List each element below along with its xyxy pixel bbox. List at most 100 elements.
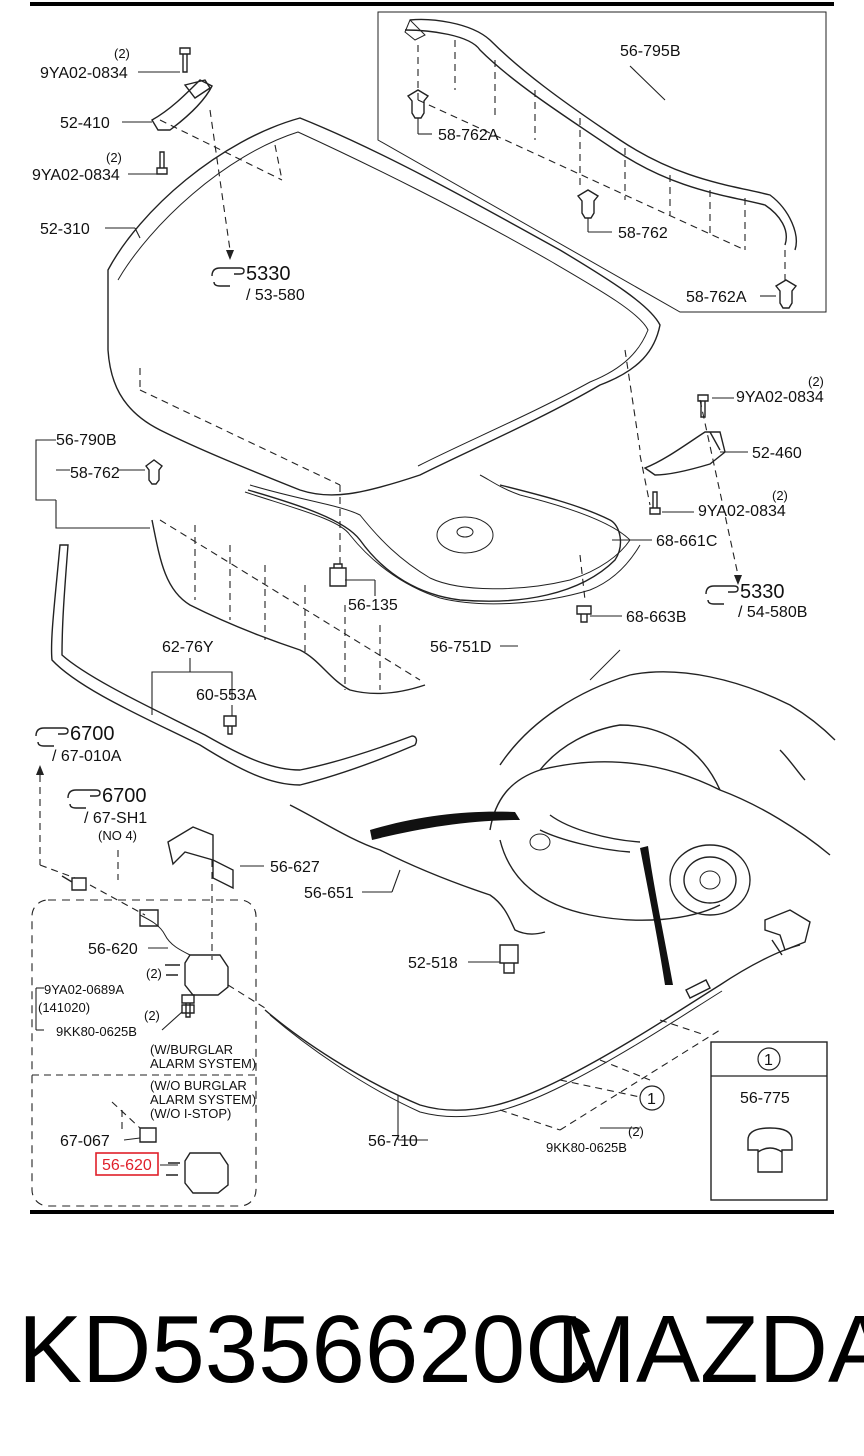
bolt-9ya02-0834-r2 xyxy=(649,491,661,515)
label-56-135: 56-135 xyxy=(348,597,398,614)
label-9ya02-0834-b: 9YA02-0834 xyxy=(32,167,120,184)
label-67-067: 67-067 xyxy=(60,1133,110,1150)
pointer-wedge-right xyxy=(640,846,673,985)
stopper-56-135 xyxy=(329,563,347,587)
cable-sleeve xyxy=(685,979,711,999)
label-52-410: 52-410 xyxy=(60,115,110,132)
label-note-wo-burglar-2: ALARM SYSTEM) xyxy=(150,1092,256,1107)
parts-diagram: (2) 9YA02-0834 52-410 (2) 9YA02-0834 52-… xyxy=(30,2,836,1214)
label-ref-6700-b: 6700 xyxy=(102,785,147,807)
label-56-775: 56-775 xyxy=(740,1090,790,1107)
label-56-751d: 56-751D xyxy=(430,639,491,656)
weatherstrip-end xyxy=(404,19,426,41)
label-68-661c: 68-661C xyxy=(656,533,717,550)
label-ref-6700-a: 6700 xyxy=(70,723,115,745)
car-illustration xyxy=(489,649,836,921)
cable-56-710-inner xyxy=(269,990,723,1118)
cable-56-651 xyxy=(289,804,546,935)
label-56-620-lower: 56-620 xyxy=(102,1157,152,1174)
latch-56-620-upper xyxy=(165,954,229,996)
hood-panel-52-310 xyxy=(107,117,661,496)
pointer-wedge-left xyxy=(370,811,520,840)
hood-panel-inner xyxy=(117,131,649,467)
highlight-box-56-620 xyxy=(95,1152,159,1176)
label-note-wo-burglar-1: (W/O BURGLAR xyxy=(150,1078,247,1093)
weatherstrip-56-795b xyxy=(404,18,797,251)
label-58-762: 58-762 xyxy=(618,225,668,242)
label-52-460: 52-460 xyxy=(752,445,802,462)
label-note-141020: (141020) xyxy=(38,1000,90,1015)
label-ref-67-010a: / 67-010A xyxy=(52,748,122,765)
label-58-762a-1: 58-762A xyxy=(438,127,499,144)
cable-56-710 xyxy=(264,944,801,1111)
label-56-651: 56-651 xyxy=(304,885,354,902)
label-ref-54-580b: / 54-580B xyxy=(738,604,807,621)
label-58-762-left: 58-762 xyxy=(70,465,120,482)
clip-60-553a xyxy=(223,715,237,735)
clip-68-663b xyxy=(576,605,592,623)
label-9ya02-0689a: 9YA02-0689A xyxy=(44,982,124,997)
arrow-head-6700 xyxy=(36,765,44,775)
label-56-795b: 56-795B xyxy=(620,43,681,60)
bolt-9ya02-0834-b xyxy=(156,151,168,175)
label-qty: (2) xyxy=(628,1124,644,1139)
clip-58-762a-1 xyxy=(406,89,430,119)
label-callout-1: 1 xyxy=(647,1091,656,1108)
bolt-9kk80-0625b-l xyxy=(181,1004,195,1014)
label-qty: (2) xyxy=(106,150,122,165)
latch-dash-lines xyxy=(39,775,266,1130)
hand-pointer-icon-5330-a xyxy=(211,267,245,287)
label-56-627: 56-627 xyxy=(270,859,320,876)
label-52-518: 52-518 xyxy=(408,955,458,972)
bumper-67-067 xyxy=(139,1127,157,1143)
latch-wire xyxy=(139,914,191,956)
label-qty: (2) xyxy=(114,46,130,61)
hood-underside-dome xyxy=(436,516,494,554)
inset-circle-1 xyxy=(757,1047,781,1071)
callout-circle-1 xyxy=(639,1085,665,1111)
part-number: KD5356620C xyxy=(18,1296,595,1403)
arrow-head-5330-a xyxy=(226,250,234,260)
hood-underside-frame xyxy=(244,491,641,605)
latch-connector xyxy=(139,909,159,927)
bolt-9ya02-0834-top xyxy=(179,47,191,73)
bracket-56-790b xyxy=(35,439,150,529)
latch-56-620-lower xyxy=(166,1152,229,1194)
label-qty: (2) xyxy=(144,1008,160,1023)
cable-dash-lines xyxy=(499,1019,721,1131)
label-56-790b: 56-790B xyxy=(56,432,117,449)
bolt-9ya02-0834-r1 xyxy=(697,394,709,418)
hood-dash-lines xyxy=(139,109,739,601)
weatherstrip-group-box xyxy=(377,11,827,313)
clip-58-762a-2 xyxy=(774,279,798,309)
label-note-wo-istop: (W/O I-STOP) xyxy=(150,1106,231,1121)
label-9kk80-0625b-left: 9KK80-0625B xyxy=(56,1024,137,1039)
hand-pointer-icon-5330-b xyxy=(705,585,739,605)
label-9ya02-0834-top: 9YA02-0834 xyxy=(40,65,128,82)
label-ref-67-sh1: / 67-SH1 xyxy=(84,810,147,827)
label-note-w-burglar-2: ALARM SYSTEM) xyxy=(150,1056,256,1071)
label-68-663b: 68-663B xyxy=(626,609,687,626)
latch-group-box xyxy=(31,899,257,1207)
label-9ya02-0834-r2: 9YA02-0834 xyxy=(698,503,786,520)
clip-56-775 xyxy=(747,1127,793,1173)
seal-68-661c xyxy=(247,484,622,602)
inset-box-56-775 xyxy=(710,1041,828,1201)
hood-underside-dome-inner xyxy=(456,526,474,538)
hand-pointer-icon-6700-b xyxy=(67,789,101,809)
clip-52-518 xyxy=(499,944,519,974)
label-58-762a-2: 58-762A xyxy=(686,289,747,306)
clip-58-762-left xyxy=(145,459,163,485)
bracket-56-627 xyxy=(167,826,234,890)
label-ref-5330-b: 5330 xyxy=(740,581,785,603)
hinge-right-52-460 xyxy=(643,431,726,476)
hand-pointer-icon-6700-a xyxy=(35,727,69,747)
hinge-left-52-410 xyxy=(151,79,213,131)
cowl-dash-lines xyxy=(159,519,421,690)
clip-58-762 xyxy=(576,189,600,219)
label-56-620-upper: 56-620 xyxy=(88,941,138,958)
label-qty: (2) xyxy=(146,966,162,981)
label-note-w-burglar-1: (W/BURGLAR xyxy=(150,1042,233,1057)
lead-62-76y xyxy=(151,658,233,715)
cowl-panel-strip xyxy=(50,544,418,786)
